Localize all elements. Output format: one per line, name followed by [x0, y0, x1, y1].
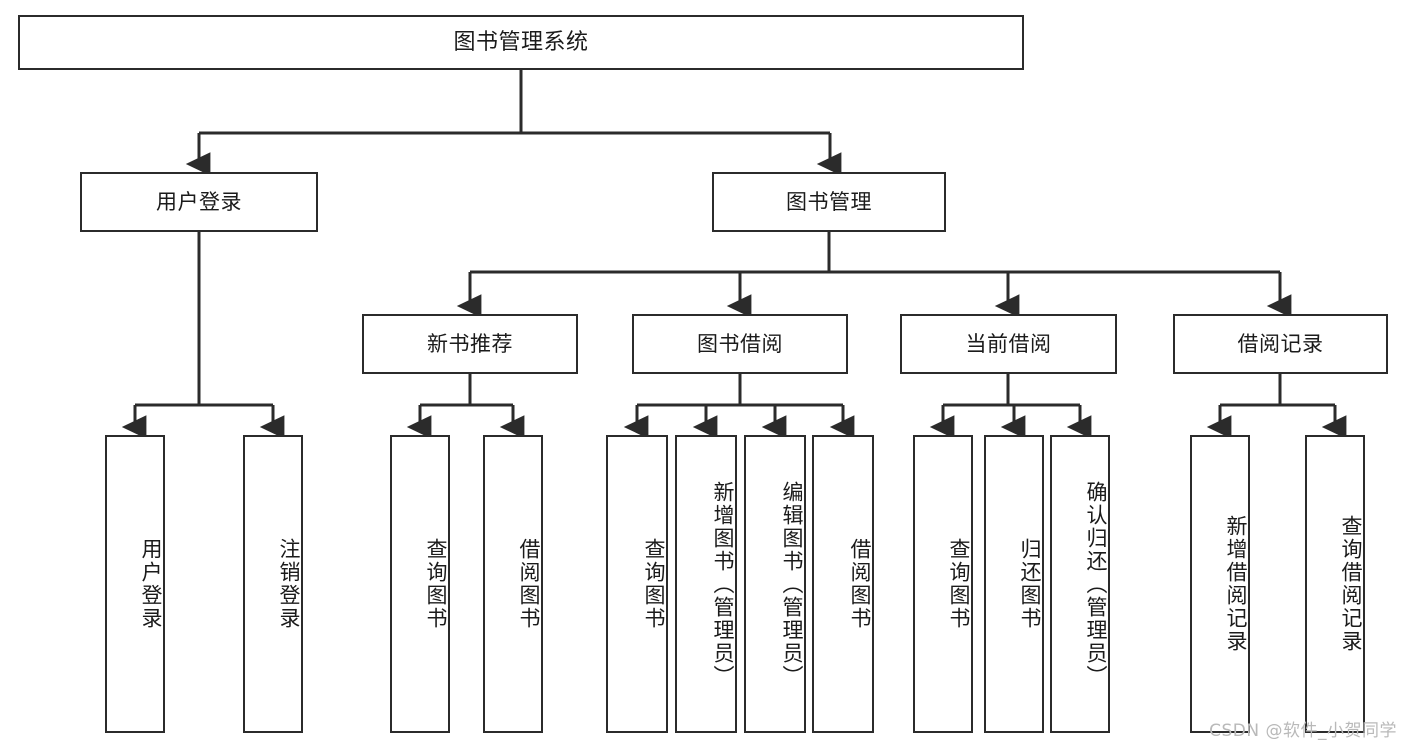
leaf-query-book-recommend[interactable]: 查询图书 — [390, 435, 450, 733]
node-root[interactable]: 图书管理系统 — [18, 15, 1024, 70]
leaf-borrow-book-recommend[interactable]: 借阅图书 — [483, 435, 543, 733]
leaf-user-login[interactable]: 用户登录 — [105, 435, 165, 733]
leaf-add-book-admin[interactable]: 新增图书（管理员） — [675, 435, 737, 733]
node-borrow-record[interactable]: 借阅记录 — [1173, 314, 1388, 374]
leaf-add-borrow-record[interactable]: 新增借阅记录 — [1190, 435, 1250, 733]
node-new-book-recommend[interactable]: 新书推荐 — [362, 314, 578, 374]
leaf-borrow-book[interactable]: 借阅图书 — [812, 435, 874, 733]
watermark-text: CSDN @软件_小贺同学 — [1209, 721, 1397, 741]
node-book-manage[interactable]: 图书管理 — [712, 172, 946, 232]
leaf-edit-book-admin[interactable]: 编辑图书（管理员） — [744, 435, 806, 733]
node-book-borrow[interactable]: 图书借阅 — [632, 314, 848, 374]
leaf-query-book-borrow[interactable]: 查询图书 — [606, 435, 668, 733]
leaf-return-book[interactable]: 归还图书 — [984, 435, 1044, 733]
leaf-query-book-current[interactable]: 查询图书 — [913, 435, 973, 733]
leaf-query-borrow-record[interactable]: 查询借阅记录 — [1305, 435, 1365, 733]
node-user-login[interactable]: 用户登录 — [80, 172, 318, 232]
node-current-borrow[interactable]: 当前借阅 — [900, 314, 1117, 374]
leaf-logout[interactable]: 注销登录 — [243, 435, 303, 733]
leaf-confirm-return-admin[interactable]: 确认归还（管理员） — [1050, 435, 1110, 733]
